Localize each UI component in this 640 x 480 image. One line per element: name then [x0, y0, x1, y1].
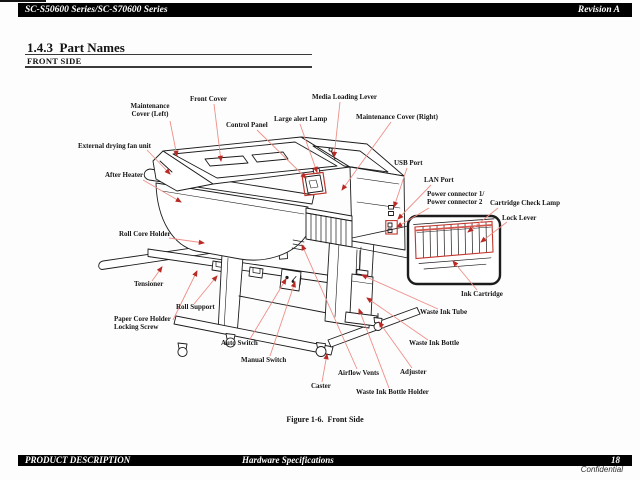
maintenance-cover-right-shape — [312, 145, 389, 173]
front-cover-shape — [172, 141, 338, 179]
label-lan-port: LAN Port — [424, 176, 454, 184]
lan-port-shape — [388, 211, 394, 216]
caster-wheel-2 — [225, 337, 236, 348]
header-series-title: SC-S50600 Series/SC-S70600 Series — [25, 5, 168, 15]
scan-artifact — [0, 0, 46, 2]
label-media-loading-lever: Media Loading Lever — [312, 93, 377, 101]
callout-paper-core-holder-locking-screw — [172, 270, 198, 321]
left-leg — [217, 253, 244, 336]
callout-auto-switch — [249, 278, 287, 340]
callout-cartridge-check-lamp — [467, 207, 499, 233]
label-large-alert-lamp: Large alert Lamp — [274, 115, 328, 123]
cartridge-area-highlight — [414, 220, 494, 260]
label-auto-switch: Auto Switch — [221, 339, 258, 347]
label-paper-core-holder-locking-screw: Paper Core Holder Locking Screw — [114, 315, 171, 331]
footer-page-number: 18 — [611, 455, 620, 465]
printer-line-art — [98, 136, 421, 358]
waste-ink-bottle-shape — [349, 273, 374, 318]
label-airflow-vents: Airflow Vents — [338, 369, 380, 377]
callout-external-drying-fan-unit — [146, 149, 171, 175]
label-power-connector-2: Power connector 2 — [427, 197, 483, 206]
figure-caption: Figure 1-6. Front Side — [286, 415, 364, 424]
power-connector-1-shape — [387, 222, 393, 228]
callout-media-loading-lever — [331, 101, 341, 158]
label-adjuster: Adjuster — [400, 368, 427, 376]
callout-roll-core-holder — [168, 237, 205, 245]
control-panel-highlight — [301, 171, 327, 197]
callout-front-cover — [213, 103, 223, 162]
footer-bar: PRODUCT DESCRIPTION Hardware Specificati… — [18, 455, 632, 466]
callout-lines — [142, 101, 508, 389]
rule-bottom — [25, 66, 312, 68]
header-bar: SC-S50600 Series/SC-S70600 Series Revisi… — [18, 3, 632, 17]
label-cartridge-check-lamp: Cartridge Check Lamp — [490, 199, 560, 207]
manual-switch-knob — [291, 280, 295, 283]
callout-maintenance-cover-right — [341, 121, 392, 191]
footer-chapter: Hardware Specifications — [242, 455, 334, 465]
label-roll-support: Roll Support — [176, 303, 215, 311]
auto-switch-knob — [285, 275, 289, 280]
label-waste-ink-bottle: Waste Ink Bottle — [409, 339, 460, 347]
maintenance-cover-left-shape — [152, 150, 214, 192]
callout-airflow-vents — [301, 244, 358, 370]
label-maintenance-cover-right: Maintenance Cover (Right) — [356, 113, 438, 121]
callout-ink-cartridge — [452, 260, 478, 291]
label-waste-ink-bottle-holder: Waste Ink Bottle Holder — [356, 388, 429, 396]
label-lock-lever: Lock Lever — [502, 214, 537, 222]
callout-adjuster — [378, 321, 413, 369]
check-lamp-strip-highlight — [415, 224, 492, 232]
label-caster: Caster — [311, 382, 331, 390]
label-front-cover: Front Cover — [190, 95, 227, 103]
control-panel-shape — [304, 174, 324, 194]
label-roll-core-holder: Roll Core Holder — [119, 230, 171, 238]
callout-lock-lever — [480, 221, 508, 243]
rule-top — [25, 54, 312, 55]
subsection-title: FRONT SIDE — [27, 56, 82, 66]
label-manual-switch: Manual Switch — [241, 356, 287, 364]
label-usb-port: USB Port — [394, 159, 423, 167]
footer-section: PRODUCT DESCRIPTION — [25, 455, 131, 465]
switch-box — [279, 268, 302, 292]
caster-wheel-1 — [177, 346, 188, 358]
confidential-note: Confidential — [580, 465, 623, 474]
callout-tensioner — [151, 266, 163, 282]
inset-box — [406, 214, 502, 286]
label-after-heater: After Heater — [105, 171, 144, 179]
label-waste-ink-tube: Waste Ink Tube — [420, 308, 468, 316]
label-power-connector-1: Power connector 1/ — [427, 190, 485, 198]
callout-usb-port — [393, 167, 408, 208]
callout-maintenance-cover-left — [169, 120, 179, 157]
label-external-drying-fan-unit: External drying fan unit — [78, 142, 151, 150]
right-unit-front — [349, 166, 406, 251]
callout-waste-ink-tube — [361, 274, 439, 310]
header-revision: Revision A — [577, 5, 620, 15]
label-power-connector: Power connector 1/ Power connector 2 — [427, 190, 485, 206]
cross-brace — [238, 295, 328, 314]
inset-leader-lines — [351, 225, 409, 259]
label-maintenance-cover-left: Maintenance Cover (Left) — [130, 102, 170, 118]
callout-caster — [321, 353, 329, 383]
callout-waste-ink-bottle-holder — [358, 308, 390, 389]
label-tensioner: Tensioner — [134, 280, 164, 288]
base-bar-left — [173, 315, 334, 356]
caster-wheel-3 — [315, 346, 327, 357]
callout-large-alert-lamp — [299, 123, 318, 173]
callout-manual-switch — [269, 281, 296, 357]
usb-port-shape — [388, 205, 394, 210]
power-connector-2-shape — [387, 228, 393, 234]
callout-roll-support — [193, 275, 218, 305]
roll-support-2 — [248, 266, 264, 279]
after-heater-panel — [155, 182, 309, 261]
section-title: 1.4.3 Part Names — [27, 40, 125, 55]
label-ink-cartridge: Ink Cartridge — [461, 290, 503, 298]
callout-power-connector — [396, 207, 430, 228]
callout-waste-ink-bottle — [366, 297, 429, 341]
callout-control-panel — [256, 129, 307, 179]
label-control-panel: Control Panel — [226, 121, 268, 129]
callout-after-heater — [142, 179, 182, 203]
callout-lan-port — [397, 184, 432, 220]
